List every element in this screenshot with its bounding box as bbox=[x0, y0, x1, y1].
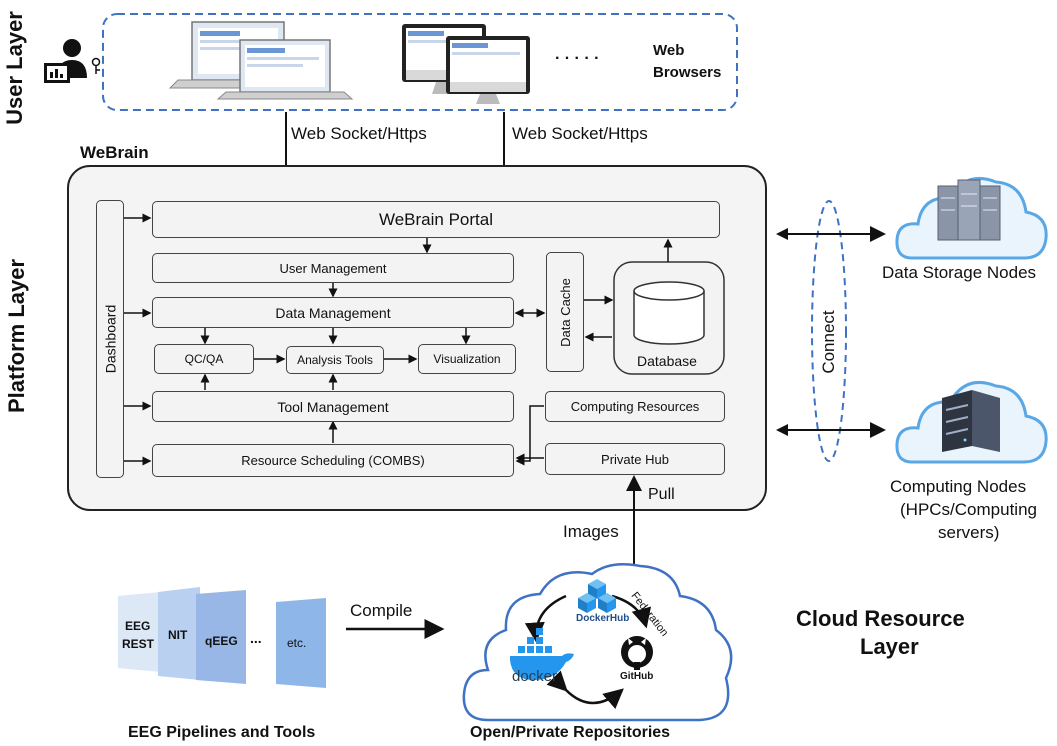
user-layer-frame bbox=[102, 13, 738, 111]
platform-frame bbox=[67, 165, 767, 511]
dockerhub-icon bbox=[578, 579, 616, 613]
dashboard-box[interactable]: Dashboard bbox=[96, 200, 124, 478]
laptop-icon bbox=[216, 39, 354, 100]
user-management-box[interactable]: User Management bbox=[152, 253, 514, 283]
user-management-label: User Management bbox=[279, 260, 387, 276]
protocol-label-right: Web Socket/Https bbox=[512, 124, 648, 143]
visualization-box[interactable]: Visualization bbox=[418, 344, 516, 374]
visualization-label: Visualization bbox=[433, 352, 501, 366]
computing-resources-box[interactable]: Computing Resources bbox=[545, 391, 725, 422]
private-hub-label: Private Hub bbox=[601, 451, 669, 467]
images-label: Images bbox=[563, 522, 619, 541]
repositories-caption: Open/Private Repositories bbox=[470, 724, 671, 741]
computing-cloud-icon bbox=[895, 381, 1048, 464]
webrain-title: WeBrain bbox=[80, 143, 149, 162]
desktop-monitor-icon bbox=[446, 36, 530, 104]
tool-management-box[interactable]: Tool Management bbox=[152, 391, 514, 422]
connect-ellipse bbox=[811, 200, 847, 462]
pipelines-caption: EEG Pipelines and Tools bbox=[128, 724, 316, 741]
cloud-resource-layer-line1: Cloud Resource bbox=[796, 606, 965, 631]
analysis-tools-box[interactable]: Analysis Tools bbox=[286, 346, 384, 374]
computing-resources-label: Computing Resources bbox=[570, 399, 700, 414]
computing-nodes-label-line1: Computing Nodes bbox=[890, 477, 1027, 496]
repositories-cloud-icon bbox=[462, 563, 733, 722]
web-browsers-label-line1: Web bbox=[653, 42, 685, 59]
user-layer-label: User Layer bbox=[2, 11, 27, 125]
webrain-portal-label: WeBrain Portal bbox=[378, 209, 493, 229]
web-browsers-label-line2: Browsers bbox=[653, 64, 722, 81]
docker-whale-icon bbox=[510, 628, 574, 680]
computing-nodes-label-line2: (HPCs/Computing bbox=[900, 500, 1037, 519]
card-etc: etc. bbox=[287, 636, 307, 650]
connect-label: Connect bbox=[819, 310, 838, 374]
webrain-portal-box[interactable]: WeBrain Portal bbox=[152, 201, 720, 238]
card-eeg-rest-line2: REST bbox=[122, 637, 155, 651]
data-cache-box[interactable]: Data Cache bbox=[546, 252, 584, 372]
github-icon bbox=[621, 636, 653, 670]
card-eeg-rest-line1: EEG bbox=[125, 619, 151, 633]
resource-scheduling-box[interactable]: Resource Scheduling (COMBS) bbox=[152, 444, 514, 477]
data-storage-cloud-icon bbox=[895, 177, 1048, 260]
pull-label: Pull bbox=[648, 486, 675, 503]
cloud-resource-layer-line2: Layer bbox=[860, 634, 919, 659]
compile-label: Compile bbox=[350, 601, 413, 620]
github-label: GitHub bbox=[620, 671, 654, 682]
protocol-label-left: Web Socket/Https bbox=[291, 124, 427, 143]
card-dots: ... bbox=[250, 630, 262, 646]
data-storage-nodes-label: Data Storage Nodes bbox=[882, 263, 1037, 282]
private-hub-box[interactable]: Private Hub bbox=[545, 443, 725, 475]
data-management-label: Data Management bbox=[275, 304, 391, 321]
data-management-box[interactable]: Data Management bbox=[152, 297, 514, 328]
dockerhub-label: DockerHub bbox=[576, 613, 630, 624]
computing-nodes-label-line3: servers) bbox=[938, 523, 1000, 542]
tool-management-label: Tool Management bbox=[277, 398, 389, 415]
user-at-computer-icon bbox=[44, 39, 101, 83]
qcqa-box[interactable]: QC/QA bbox=[154, 344, 254, 374]
qcqa-label: QC/QA bbox=[184, 352, 224, 366]
dashboard-label: Dashboard bbox=[102, 304, 118, 374]
database-label: Database bbox=[637, 353, 697, 369]
pipeline-cards bbox=[118, 587, 326, 688]
resource-scheduling-label: Resource Scheduling (COMBS) bbox=[241, 453, 425, 468]
database-icon bbox=[633, 281, 705, 345]
data-cache-label: Data Cache bbox=[557, 277, 573, 347]
analysis-tools-label: Analysis Tools bbox=[297, 353, 373, 367]
docker-label: docker bbox=[512, 668, 558, 685]
platform-layer-label: Platform Layer bbox=[4, 258, 29, 413]
card-qeeg: qEEG bbox=[205, 634, 238, 648]
card-nit: NIT bbox=[168, 628, 188, 642]
browsers-ellipsis: · · · · · bbox=[555, 50, 600, 67]
